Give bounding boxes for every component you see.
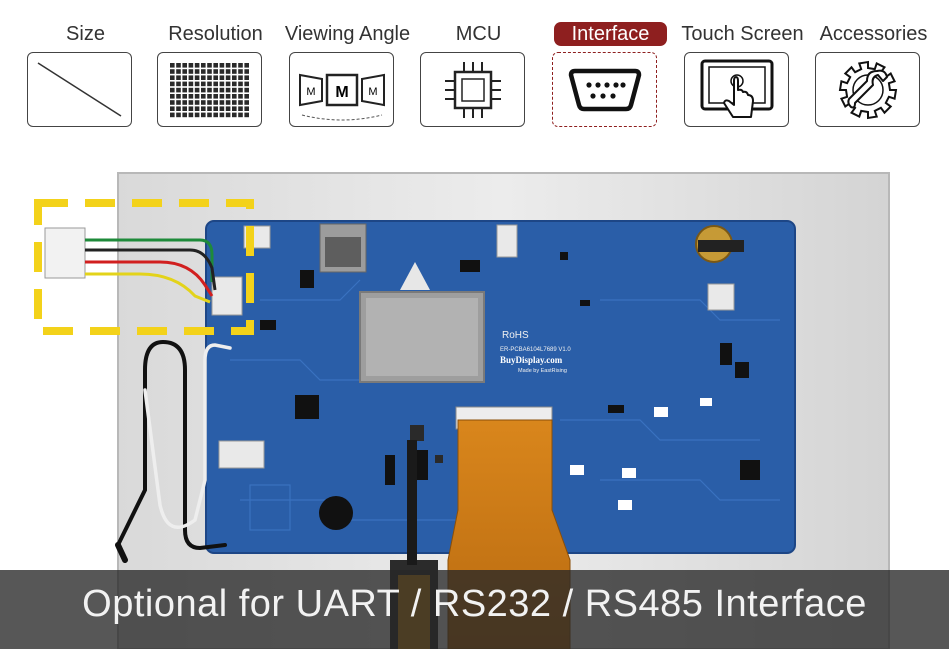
tab-mcu-box[interactable] [420,52,525,127]
caption-text: Optional for UART / RS232 / RS485 Interf… [82,583,867,625]
tab-interface[interactable]: Interface [545,0,676,130]
tab-accessories-box[interactable] [815,52,920,127]
tab-viewing-angle-label: Viewing Angle [284,23,411,45]
board-model: ER-PCBA6104L7689 V1.0 [500,347,571,353]
touch-hand-icon [697,55,777,125]
tab-size-label: Size [66,23,105,45]
tab-accessories[interactable]: Accessories [808,0,939,130]
viewing-angle-m-center: M [335,84,348,101]
diagonal-line-icon [28,53,131,126]
chip-icon [438,57,508,123]
tab-size-box[interactable] [27,52,132,127]
gear-wrench-icon [833,55,903,125]
tab-resolution-box[interactable] [157,52,262,127]
antenna-wire [115,339,232,563]
tab-touch-screen[interactable]: Touch Screen [677,0,808,130]
viewing-angle-m-left: M [306,86,315,98]
tab-mcu[interactable]: MCU [413,0,544,130]
feature-tab-bar: Size Resolution Viewing Angle M M [0,0,949,140]
viewing-angle-icon: M M M [292,55,392,125]
caption-bar [0,570,949,649]
tab-size[interactable]: Size [20,0,151,130]
rohs-mark: RoHS [502,330,529,341]
tab-touch-screen-label: Touch Screen [681,23,804,45]
tab-mcu-label: MCU [455,23,502,45]
tab-touch-screen-box[interactable] [684,52,789,127]
tab-interface-box[interactable] [552,52,657,127]
tab-viewing-angle[interactable]: Viewing Angle M M M [282,0,413,130]
viewing-angle-m-right: M [368,86,377,98]
board-maker: Made by EastRising [518,368,567,374]
interface-highlight-box [34,199,254,335]
serial-port-icon [565,65,645,115]
uart-cable-connector [44,227,217,304]
tab-interface-label: Interface [554,22,667,46]
board-brand: BuyDisplay.com [500,355,563,365]
tab-accessories-label: Accessories [819,23,928,45]
tab-resolution-label: Resolution [168,23,263,45]
tab-resolution[interactable]: Resolution [150,0,281,130]
tab-viewing-angle-box[interactable]: M M M [289,52,394,127]
pixel-grid-icon [168,61,252,119]
